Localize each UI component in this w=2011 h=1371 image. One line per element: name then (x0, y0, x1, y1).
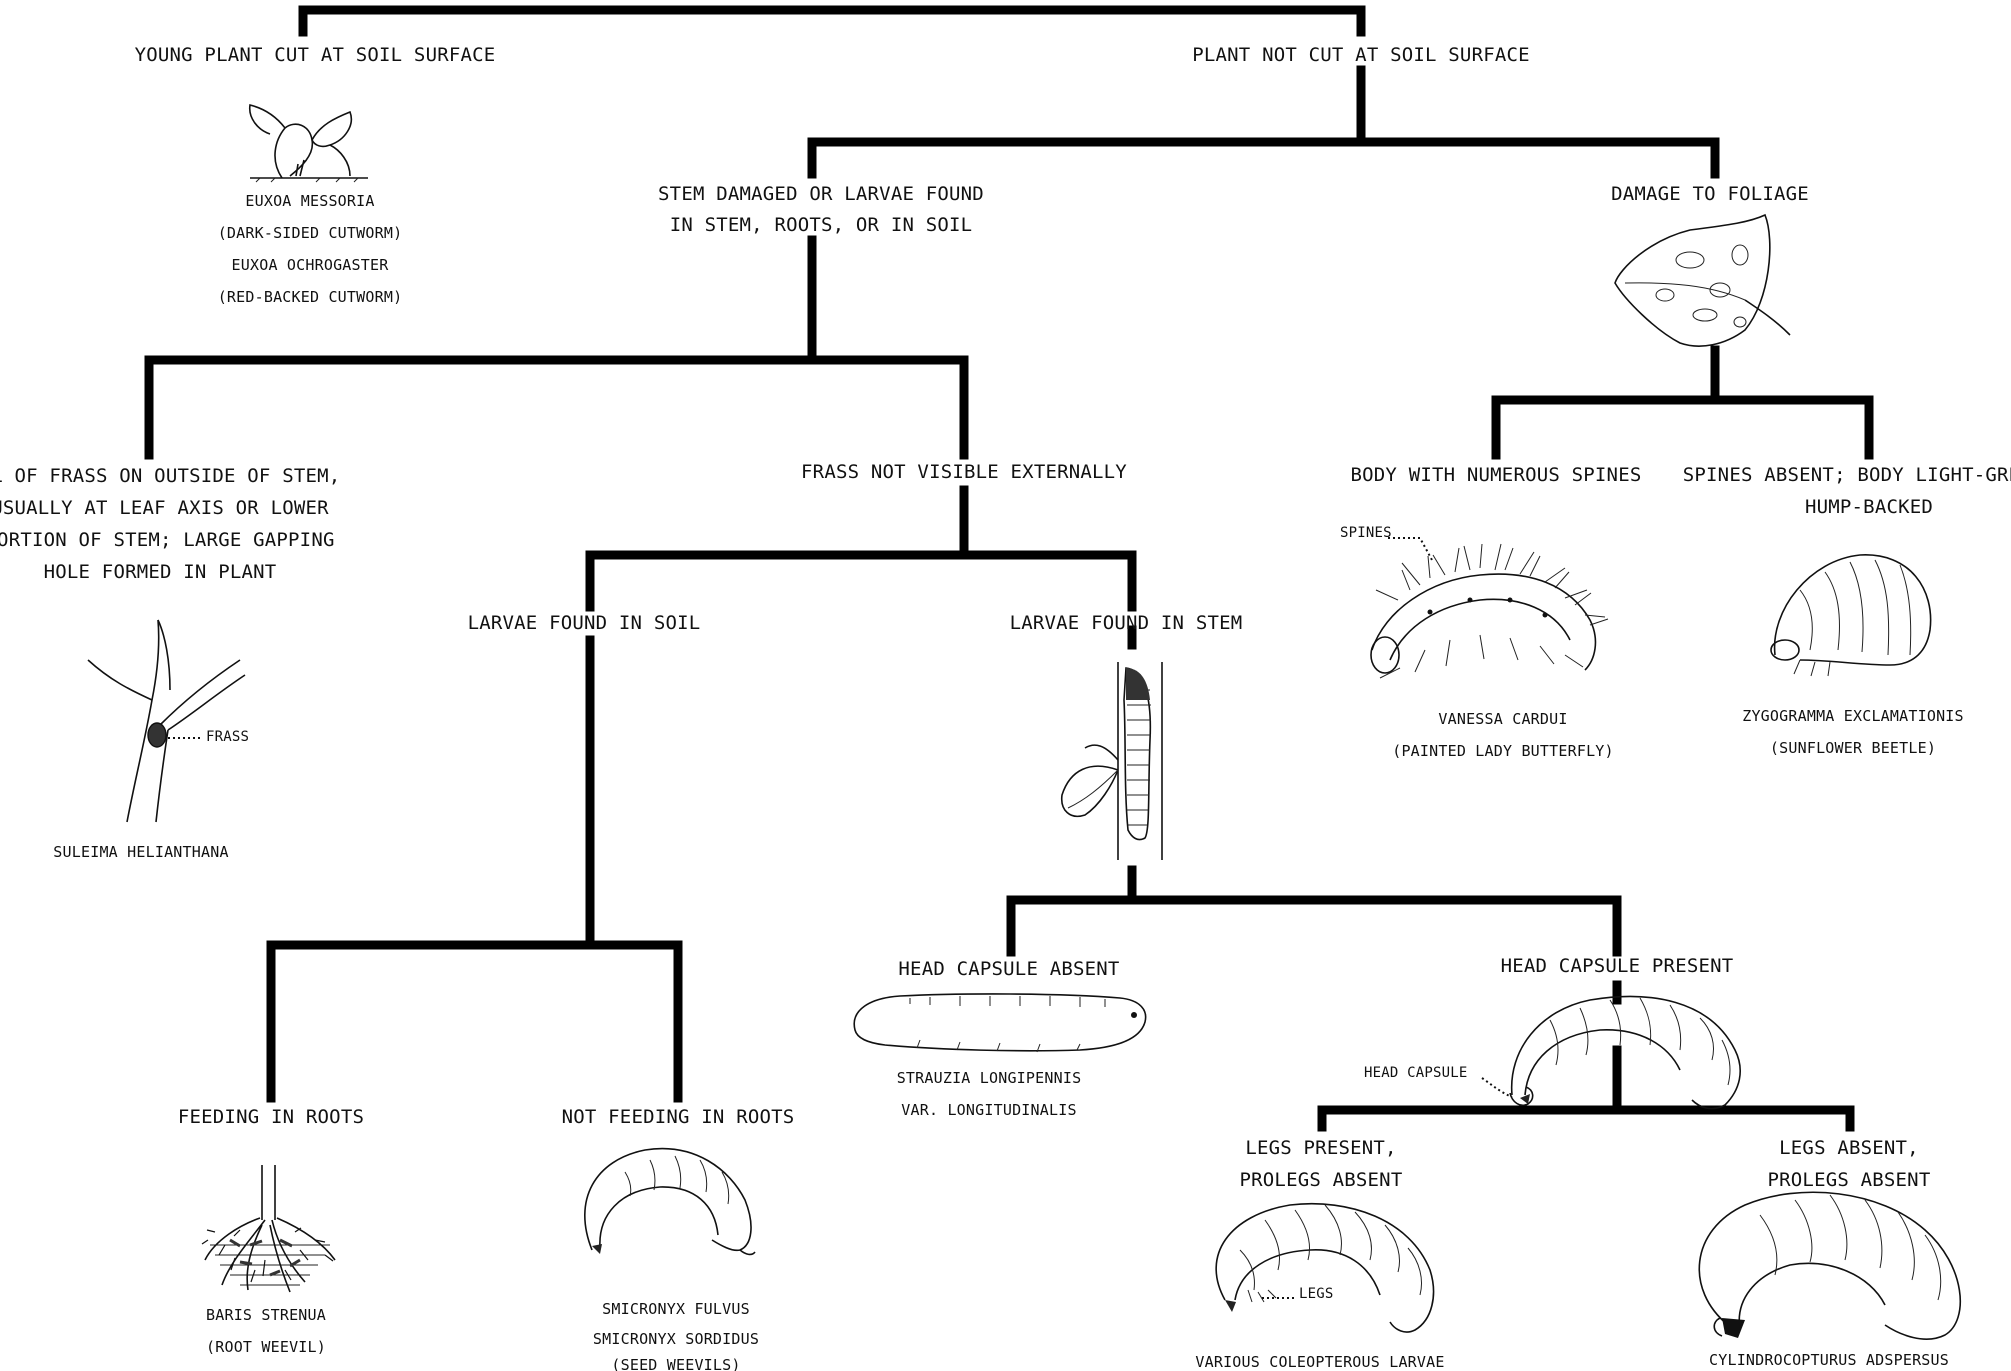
label-young-plant-cut: YOUNG PLANT CUT AT SOIL SURFACE (135, 44, 496, 66)
species-smicronyx-sordidus: SMICRONYX SORDIDUS (593, 1330, 759, 1348)
node-young-plant-cut: YOUNG PLANT CUT AT SOIL SURFACE EUXOA ME… (135, 44, 496, 306)
label-legs-absent-1: LEGS ABSENT, (1779, 1137, 1919, 1159)
spiny-caterpillar-icon (1370, 537, 1609, 679)
weevil-grub-icon (584, 1147, 756, 1256)
stem-larva-icon (1060, 662, 1163, 860)
label-larvae-soil: LARVAE FOUND IN SOIL (468, 612, 701, 634)
label-frass-outside-2: USUALLY AT LEAF AXIS OR LOWER (0, 497, 329, 519)
label-stem-damaged-1: STEM DAMAGED OR LARVAE FOUND (658, 183, 984, 205)
common-dark-sided-cutworm: (DARK-SIDED CUTWORM) (218, 224, 403, 242)
beetle-larva-icon (1770, 554, 1932, 677)
callout-head-capsule: HEAD CAPSULE (1364, 1065, 1468, 1081)
node-legs-absent: LEGS ABSENT, PROLEGS ABSENT CYLINDROCOPT… (1709, 1137, 1949, 1369)
common-painted-lady: (PAINTED LADY BUTTERFLY) (1392, 742, 1614, 760)
species-zygogramma: ZYGOGRAMMA EXCLAMATIONIS (1742, 707, 1964, 725)
label-plant-not-cut: PLANT NOT CUT AT SOIL SURFACE (1192, 44, 1530, 66)
label-spines-absent-2: HUMP-BACKED (1805, 496, 1933, 518)
species-cylindrocopturus: CYLINDROCOPTURUS ADSPERSUS (1709, 1351, 1949, 1369)
label-legs-present-1: LEGS PRESENT, (1245, 1137, 1396, 1159)
damaged-leaf-icon (1614, 213, 1791, 347)
node-no-spines: SPINES ABSENT; BODY LIGHT-GREEN, HUMP-BA… (1683, 464, 2011, 757)
label-spines-absent-1: SPINES ABSENT; BODY LIGHT-GREEN, (1683, 464, 2011, 486)
label-damage-to-foliage: DAMAGE TO FOLIAGE (1611, 183, 1809, 205)
common-seed-weevils: (SEED WEEVILS) (611, 1356, 740, 1371)
label-frass-outside-4: HOLE FORMED IN PLANT (44, 561, 277, 583)
label-frass-outside-3: PORTION OF STEM; LARGE GAPPING (0, 529, 335, 551)
label-frass-outside-1: LL OF FRASS ON OUTSIDE OF STEM, (0, 465, 340, 487)
node-head-absent: HEAD CAPSULE ABSENT STRAUZIA LONGIPENNIS… (897, 958, 1120, 1119)
maggot-icon (853, 993, 1147, 1053)
label-head-capsule-absent: HEAD CAPSULE ABSENT (898, 958, 1119, 980)
species-euxoa-messoria: EUXOA MESSORIA (245, 192, 374, 210)
node-frass-outside: LL OF FRASS ON OUTSIDE OF STEM, USUALLY … (0, 465, 340, 861)
cut-plant-icon (248, 104, 368, 183)
tree-connectors (144, 5, 1874, 1132)
species-smicronyx-fulvus: SMICRONYX FULVUS (602, 1300, 750, 1318)
callout-legs: LEGS (1299, 1286, 1334, 1302)
stem-frass-icon (87, 619, 246, 823)
node-feeding-roots: FEEDING IN ROOTS BARIS STRENUA (ROOT WEE… (178, 1106, 364, 1356)
node-stem-damaged: STEM DAMAGED OR LARVAE FOUND IN STEM, RO… (658, 183, 984, 236)
species-baris-strenua: BARIS STRENUA (206, 1306, 326, 1324)
species-strauzia: STRAUZIA LONGIPENNIS (897, 1069, 1082, 1087)
species-vanessa-cardui: VANESSA CARDUI (1438, 710, 1567, 728)
label-body-spines: BODY WITH NUMEROUS SPINES (1351, 464, 1642, 486)
label-legs-present-2: PROLEGS ABSENT (1240, 1169, 1403, 1191)
label-stem-damaged-2: IN STEM, ROOTS, OR IN SOIL (670, 214, 973, 236)
root-mass-icon (201, 1165, 336, 1293)
label-legs-absent-2: PROLEGS ABSENT (1768, 1169, 1931, 1191)
label-larvae-stem: LARVAE FOUND IN STEM (1010, 612, 1243, 634)
label-feeding-roots: FEEDING IN ROOTS (178, 1106, 364, 1128)
common-root-weevil: (ROOT WEEVIL) (206, 1338, 326, 1356)
common-sunflower-beetle: (SUNFLOWER BEETLE) (1770, 739, 1936, 757)
node-head-present: HEAD CAPSULE PRESENT HEAD CAPSULE (1364, 955, 1733, 1081)
label-head-capsule-present: HEAD CAPSULE PRESENT (1501, 955, 1734, 977)
callout-spines: SPINES (1340, 525, 1392, 541)
node-spines: BODY WITH NUMEROUS SPINES SPINES VANESSA… (1340, 464, 1641, 760)
species-euxoa-ochrogaster: EUXOA OCHROGASTER (232, 256, 390, 274)
node-not-feeding-roots: NOT FEEDING IN ROOTS SMICRONYX FULVUS SM… (562, 1106, 795, 1371)
species-various-coleopterous: VARIOUS COLEOPTEROUS LARVAE (1195, 1353, 1444, 1371)
node-legs-present: LEGS PRESENT, PROLEGS ABSENT LEGS VARIOU… (1195, 1137, 1444, 1371)
species-suleima-helianthana: SULEIMA HELIANTHANA (53, 843, 228, 861)
legged-grub-icon (1215, 1202, 1435, 1333)
label-not-feeding-roots: NOT FEEDING IN ROOTS (562, 1106, 795, 1128)
head-capsule-larva-icon (1481, 995, 1741, 1110)
label-frass-not-visible: FRASS NOT VISIBLE EXTERNALLY (801, 461, 1127, 483)
callout-frass: FRASS (206, 729, 249, 745)
legless-grub-icon (1698, 1191, 1962, 1340)
species-strauzia-var: VAR. LONGITUDINALIS (901, 1101, 1076, 1119)
common-red-backed-cutworm: (RED-BACKED CUTWORM) (218, 288, 403, 306)
